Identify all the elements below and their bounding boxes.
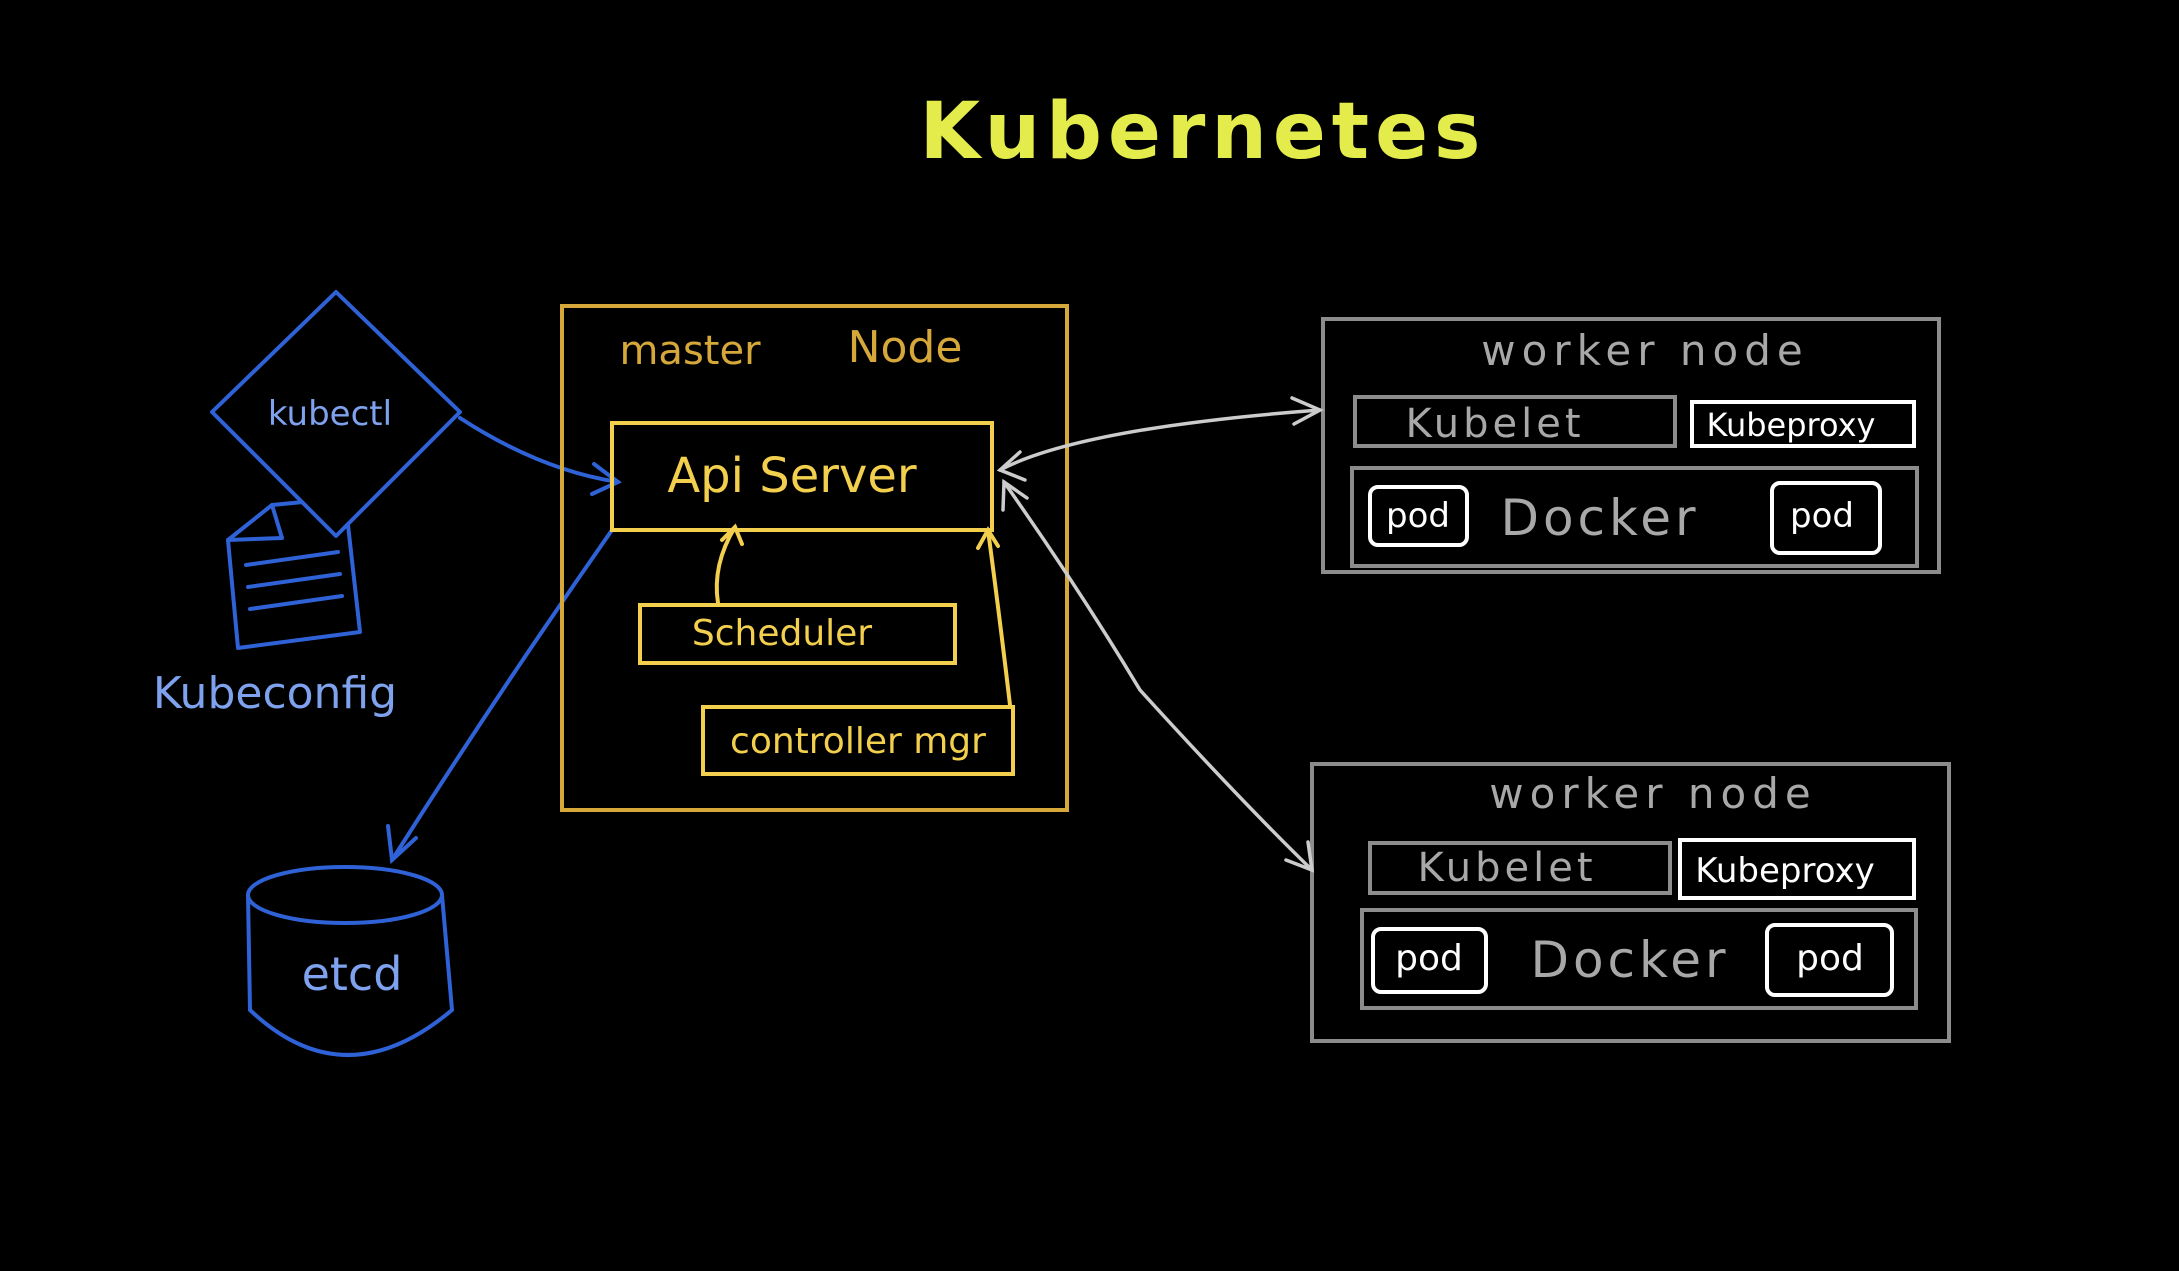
apiserver-worker1-arrow	[996, 396, 1325, 482]
worker-node-label: worker node	[1481, 326, 1808, 375]
kubeconfig-label: Kubeconfig	[153, 668, 397, 719]
scheduler-label: Scheduler	[692, 613, 872, 654]
worker-node-box	[1310, 762, 1951, 1043]
worker-node-label: worker node	[1489, 769, 1816, 818]
apiserver-to-etcd-arrow	[386, 528, 614, 865]
pod-right-box	[1765, 923, 1894, 997]
kubelet-label: Kubelet	[1418, 845, 1597, 891]
pod-left-label: pod	[1386, 496, 1450, 536]
scheduler-box	[638, 603, 957, 665]
diagram-title: Kubernetes	[920, 87, 1487, 177]
kubectl-label: kubectl	[268, 394, 392, 434]
master-node-label-part1: master	[619, 328, 761, 374]
kubectl-to-apiserver-arrow	[458, 416, 622, 496]
kubelet-box	[1353, 395, 1677, 448]
docker-box	[1360, 908, 1918, 1010]
apiserver-worker2-arrow	[1001, 478, 1315, 873]
kubeproxy-label: Kubeproxy	[1695, 851, 1874, 891]
pod-left-box	[1371, 927, 1488, 994]
kubelet-label: Kubelet	[1406, 401, 1585, 447]
master-node-label-part2: Node	[848, 322, 963, 373]
kubeproxy-label: Kubeproxy	[1707, 406, 1876, 444]
api-server-box	[610, 421, 994, 532]
controller-mgr-label: controller mgr	[730, 721, 986, 762]
controller-to-apiserver-arrow	[976, 526, 1012, 707]
pod-right-label: pod	[1790, 496, 1854, 536]
etcd-label: etcd	[302, 947, 403, 1001]
controller-mgr-box	[701, 705, 1015, 776]
api-server-label: Api Server	[667, 448, 917, 504]
pod-right-box	[1770, 481, 1882, 555]
kubeproxy-box	[1678, 838, 1916, 900]
docker-label: Docker	[1530, 931, 1729, 989]
kubeproxy-box	[1690, 400, 1916, 448]
etcd-cylinder	[246, 865, 455, 1057]
kubectl-diamond	[210, 290, 462, 538]
worker-node-1: worker node Kubelet Kubeproxy Docker pod…	[1321, 317, 1941, 574]
pod-right-label: pod	[1796, 938, 1864, 979]
docker-label: Docker	[1500, 489, 1699, 547]
worker-node-2: worker node Kubelet Kubeproxy Docker pod…	[1310, 762, 1951, 1043]
worker-node-box	[1321, 317, 1941, 574]
kubelet-box	[1368, 841, 1672, 895]
docker-box	[1350, 466, 1919, 568]
pod-left-box	[1368, 485, 1469, 547]
pod-left-label: pod	[1395, 938, 1463, 979]
scheduler-to-apiserver-arrow	[714, 523, 744, 605]
master-node-box	[560, 304, 1069, 812]
